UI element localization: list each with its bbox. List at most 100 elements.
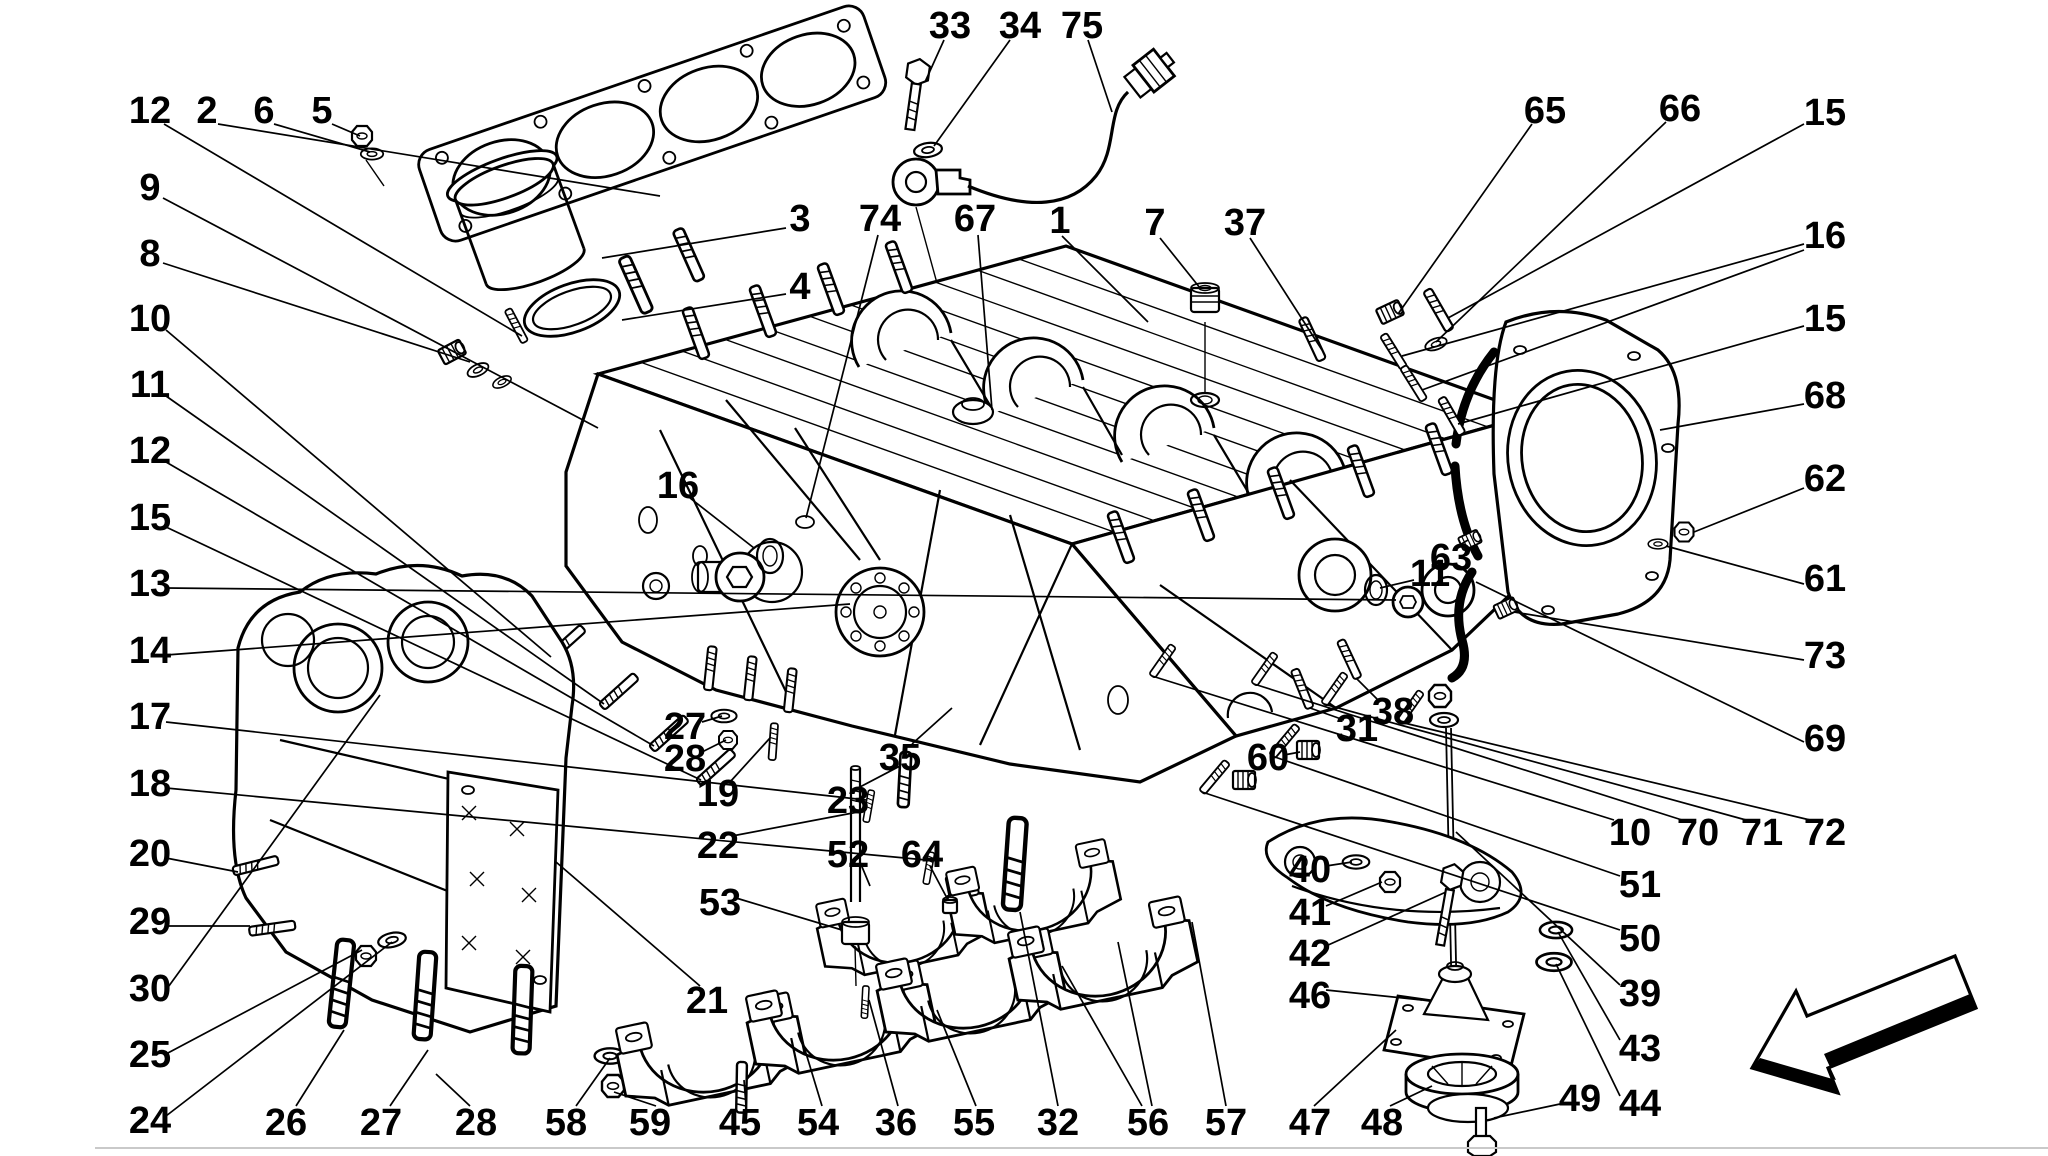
leader-line-46 <box>1325 989 1423 1001</box>
leader-line-16 <box>1401 243 1805 357</box>
part-label-48-32: 48 <box>1361 1102 1403 1144</box>
part-label-6-2: 6 <box>253 90 274 132</box>
part-label-75-36: 75 <box>1061 5 1103 47</box>
part-label-33-34: 33 <box>929 5 971 47</box>
leader-line-10 <box>1151 675 1615 821</box>
part-label-66-45: 66 <box>1659 88 1701 130</box>
sensor-bolt <box>904 57 932 132</box>
leader-line-17 <box>165 721 867 801</box>
leader-line-59 <box>613 1091 657 1107</box>
leader-line-53 <box>735 897 843 931</box>
leader-line-22 <box>731 811 859 837</box>
part-label-47-31: 47 <box>1289 1102 1331 1144</box>
leader-line-9 <box>162 197 599 429</box>
leader-line-56 <box>1117 941 1153 1107</box>
leader-line-7 <box>1159 237 1201 289</box>
leader-line-67 <box>977 234 993 411</box>
leader-line-61 <box>1665 545 1805 585</box>
leader-line-13 <box>165 587 1397 601</box>
part-label-15-48: 15 <box>1804 298 1846 340</box>
leader-line-21 <box>555 861 701 987</box>
part-label-17-12: 17 <box>129 696 171 738</box>
leader-line-51 <box>1271 755 1621 877</box>
part-label-11-7: 11 <box>130 364 170 406</box>
engine-mount <box>1148 637 1574 1156</box>
leader-line-2 <box>217 123 661 197</box>
leader-line-39 <box>1455 831 1621 986</box>
leader-line-19 <box>729 737 771 783</box>
leader-line-15 <box>165 526 702 781</box>
part-label-55-27: 55 <box>953 1102 995 1144</box>
leader-line-20 <box>165 857 239 873</box>
leader-line-24 <box>165 941 393 1117</box>
part-label-12-8: 12 <box>129 430 171 472</box>
leader-line-31 <box>1309 707 1345 721</box>
leader-line-15 <box>1447 123 1805 319</box>
leader-line-71 <box>1323 703 1747 821</box>
part-label-30-16: 30 <box>129 968 171 1010</box>
leader-line-4 <box>621 293 787 321</box>
part-label-19-66: 19 <box>697 773 739 815</box>
main-bearing <box>834 566 926 658</box>
leader-line-54 <box>801 1039 823 1107</box>
part-label-36-26: 36 <box>875 1102 917 1144</box>
part-label-73-52: 73 <box>1804 635 1846 677</box>
part-label-35-73: 35 <box>879 737 921 779</box>
head-gasket <box>417 4 888 243</box>
leader-line-36 <box>868 999 899 1107</box>
part-label-58-22: 58 <box>545 1102 587 1144</box>
part-label-39-60: 39 <box>1619 973 1661 1015</box>
leader-line-75 <box>1087 39 1113 113</box>
leader-line-16 <box>1421 249 1805 391</box>
socket-plug-large <box>691 551 766 603</box>
leader-line-38 <box>1355 677 1381 703</box>
leader-line-12 <box>163 123 523 337</box>
part-label-65-44: 65 <box>1524 90 1566 132</box>
leader-line-45 <box>743 1079 747 1107</box>
leader-line-69 <box>1475 581 1805 743</box>
part-label-49-33: 49 <box>1559 1078 1601 1120</box>
leader-line-41 <box>1325 881 1383 907</box>
part-label-38-76: 38 <box>1372 691 1414 733</box>
leader-line-70 <box>1253 683 1683 821</box>
leader-line-11 <box>165 395 605 705</box>
direction-arrow <box>1749 953 1979 1096</box>
leader-line-35 <box>911 707 953 745</box>
leader-line-3 <box>601 227 787 259</box>
part-label-62-50: 62 <box>1804 458 1846 500</box>
part-label-25-17: 25 <box>129 1034 171 1076</box>
part-label-60-74: 60 <box>1247 737 1289 779</box>
part-label-72-57: 72 <box>1804 812 1846 854</box>
leader-line-56 <box>1061 965 1143 1107</box>
part-label-52-69: 52 <box>827 834 869 876</box>
crankcase-block <box>544 239 1560 886</box>
part-label-51-58: 51 <box>1619 864 1661 906</box>
part-label-42-81: 42 <box>1289 933 1331 975</box>
left-crankcase-half <box>231 563 627 1099</box>
part-label-7-42: 7 <box>1144 202 1165 244</box>
part-label-16-47: 16 <box>1804 215 1846 257</box>
part-label-64-70: 64 <box>901 834 943 876</box>
oil-boss <box>951 398 995 426</box>
part-label-15-9: 15 <box>129 497 171 539</box>
leader-line-15 <box>1457 325 1805 425</box>
leader-lines <box>162 39 1811 1119</box>
part-label-27-20: 27 <box>360 1102 402 1144</box>
leader-line-44 <box>1555 963 1621 1097</box>
leader-line-11 <box>1379 579 1415 589</box>
part-label-18-13: 18 <box>129 763 171 805</box>
leader-line-73 <box>1513 611 1805 661</box>
part-label-46-82: 46 <box>1289 975 1331 1017</box>
leader-line-33 <box>924 39 945 83</box>
o-ring <box>755 537 785 575</box>
leader-line-57 <box>1191 921 1227 1107</box>
leader-line-43 <box>1557 931 1621 1041</box>
leader-line-66 <box>1435 121 1667 343</box>
sensor-cable <box>967 90 1130 204</box>
leader-line-52 <box>859 861 871 887</box>
leader-line-40 <box>1325 861 1353 867</box>
part-label-34-35: 34 <box>999 5 1041 47</box>
gasket-nut <box>350 124 374 148</box>
part-label-13-10: 13 <box>129 563 171 605</box>
